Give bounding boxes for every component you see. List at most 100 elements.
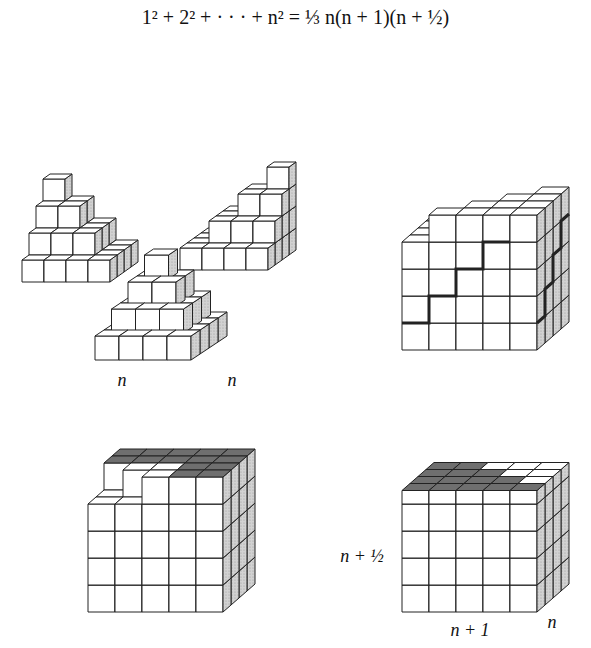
final-box: [402, 463, 569, 613]
cube-front-face: [429, 296, 456, 323]
cube-front-face: [253, 221, 275, 243]
cube-front-face: [510, 269, 537, 296]
cube-front-face: [429, 558, 456, 585]
cube-front-face: [180, 248, 202, 270]
cube-front-face: [483, 585, 510, 612]
cube-front-face: [456, 296, 483, 323]
cube-front-face: [142, 585, 169, 612]
cube-top-face: [534, 187, 569, 194]
cube-front-face: [510, 491, 537, 505]
cube-front-face: [510, 531, 537, 558]
cube-front-face: [145, 255, 169, 279]
cube-front-face: [224, 248, 246, 270]
cube-top-face: [196, 470, 231, 477]
unit-cube: [196, 470, 231, 504]
cube-top-face: [58, 201, 87, 206]
cube-front-face: [196, 531, 223, 558]
dimension-label: n + 1: [450, 620, 489, 641]
cube-front-face: [95, 336, 119, 360]
cube-top-face: [152, 276, 185, 282]
cube-front-face: [142, 558, 169, 585]
assembled-block: [402, 187, 569, 350]
cube-front-face: [152, 282, 176, 306]
cube-top-face: [102, 245, 131, 250]
cube-front-face: [88, 260, 110, 282]
cube-front-face: [429, 242, 456, 269]
cube-front-face: [510, 296, 537, 323]
cube-front-face: [402, 504, 429, 531]
cube-front-face: [238, 194, 260, 216]
cube-front-face: [402, 323, 429, 350]
cube-top-face: [518, 201, 553, 208]
cube-front-face: [196, 558, 223, 585]
cube-front-face: [73, 233, 95, 255]
dimension-label: n + ½: [340, 546, 384, 567]
cube-front-face: [402, 269, 429, 296]
cube-top-face: [109, 240, 138, 245]
cube-front-face: [115, 558, 142, 585]
cube-front-face: [456, 558, 483, 585]
cube-top-face: [212, 456, 247, 463]
unit-cube: [145, 249, 178, 279]
cube-front-face: [456, 491, 483, 505]
unit-cube: [58, 201, 87, 228]
unit-cube: [43, 174, 72, 201]
cube-front-face: [196, 477, 223, 504]
cube-front-face: [483, 504, 510, 531]
cube-front-face: [483, 491, 510, 505]
cube-front-face: [196, 504, 223, 531]
cube-front-face: [456, 242, 483, 269]
cube-front-face: [119, 336, 143, 360]
unit-cube: [510, 484, 545, 505]
cube-front-face: [456, 269, 483, 296]
cube-top-face: [65, 196, 94, 201]
cube-front-face: [128, 282, 152, 306]
cube-front-face: [88, 504, 115, 531]
cube-front-face: [44, 260, 66, 282]
cube-front-face: [429, 215, 456, 242]
cube-front-face: [58, 206, 80, 228]
cube-top-face: [80, 223, 109, 228]
unit-cube: [246, 243, 275, 270]
unit-cube: [73, 228, 102, 255]
cube-front-face: [429, 504, 456, 531]
cube-front-face: [169, 477, 196, 504]
dimension-label: n: [118, 370, 127, 391]
unit-cube: [260, 189, 289, 216]
cube-front-face: [246, 248, 268, 270]
cube-front-face: [142, 477, 169, 504]
cube-top-face: [204, 463, 239, 470]
cube-front-face: [196, 585, 223, 612]
cube-front-face: [456, 531, 483, 558]
pyramid-copy: [22, 174, 138, 282]
cube-front-face: [136, 309, 160, 333]
cube-front-face: [169, 531, 196, 558]
cube-front-face: [510, 504, 537, 531]
dimension-label: n: [228, 370, 237, 391]
unit-cube: [510, 208, 545, 242]
cube-front-face: [456, 323, 483, 350]
cube-front-face: [115, 504, 142, 531]
cube-front-face: [483, 531, 510, 558]
stepped-block: [88, 449, 255, 612]
cube-front-face: [510, 215, 537, 242]
cube-front-face: [456, 504, 483, 531]
cube-front-face: [402, 531, 429, 558]
cube-front-face: [510, 242, 537, 269]
seam-line: [402, 242, 510, 323]
cube-front-face: [402, 296, 429, 323]
cube-top-face: [95, 250, 124, 255]
cube-front-face: [22, 260, 44, 282]
cube-front-face: [202, 248, 224, 270]
cube-top-face: [534, 463, 569, 470]
cube-top-face: [87, 218, 116, 223]
cube-front-face: [483, 558, 510, 585]
cube-front-face: [456, 585, 483, 612]
cube-front-face: [402, 491, 429, 505]
unit-cube: [167, 330, 200, 360]
cube-front-face: [510, 585, 537, 612]
unit-cube: [253, 216, 282, 243]
cube-front-face: [456, 215, 483, 242]
